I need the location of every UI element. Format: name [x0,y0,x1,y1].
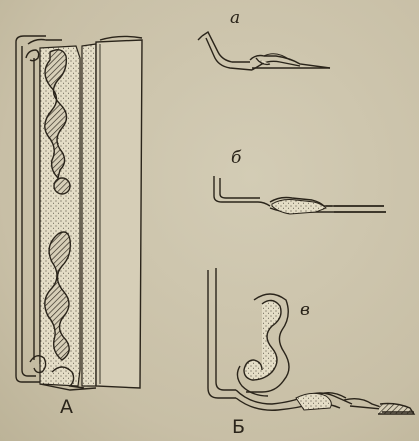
label-v-small: в [300,302,310,319]
label-B-main: Б [232,418,245,437]
figure-a-small [198,32,330,70]
label-A-main: А [60,398,73,417]
label-b-small: б [231,150,241,167]
figure-b-small [214,176,386,214]
label-a-small: а [230,10,240,27]
figure-v-small [208,268,414,414]
figure-a-section [16,36,142,390]
